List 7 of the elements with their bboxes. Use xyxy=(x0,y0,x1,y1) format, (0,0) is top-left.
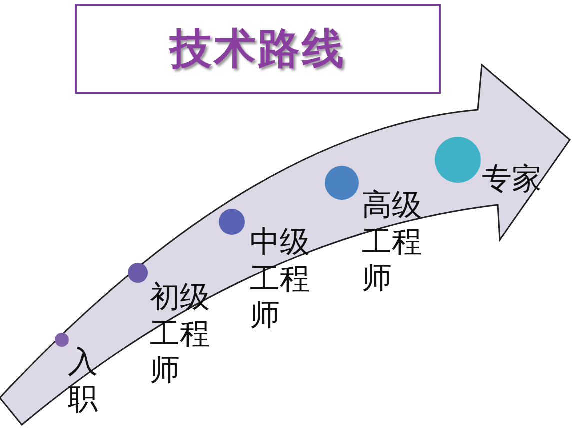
stage-label: 初级工程师 xyxy=(150,280,211,390)
stage-label: 中级工程师 xyxy=(250,225,311,335)
stage-label: 入职 xyxy=(68,345,99,418)
stage-label: 高级工程师 xyxy=(362,188,423,298)
stage-circle xyxy=(55,333,69,347)
stage-label: 专家 xyxy=(482,162,543,199)
title: 技术路线 xyxy=(170,23,346,75)
